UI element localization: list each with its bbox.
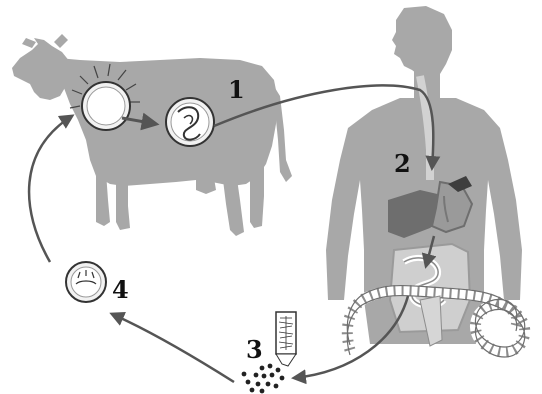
arrow-eggs-to-stage4 — [112, 314, 234, 382]
embryonated-egg-icon — [66, 262, 106, 302]
stage-label-4: 4 — [112, 275, 129, 304]
gravid-proglottid — [276, 312, 296, 366]
arrow-stage4-to-cow — [29, 116, 72, 262]
egg-cluster — [242, 364, 285, 394]
cow-silhouette — [12, 34, 292, 236]
stage-label-3: 3 — [246, 335, 263, 364]
stage-label-1: 1 — [228, 75, 245, 104]
cysticercus-icon — [166, 98, 214, 146]
stage-label-2: 2 — [394, 149, 411, 178]
